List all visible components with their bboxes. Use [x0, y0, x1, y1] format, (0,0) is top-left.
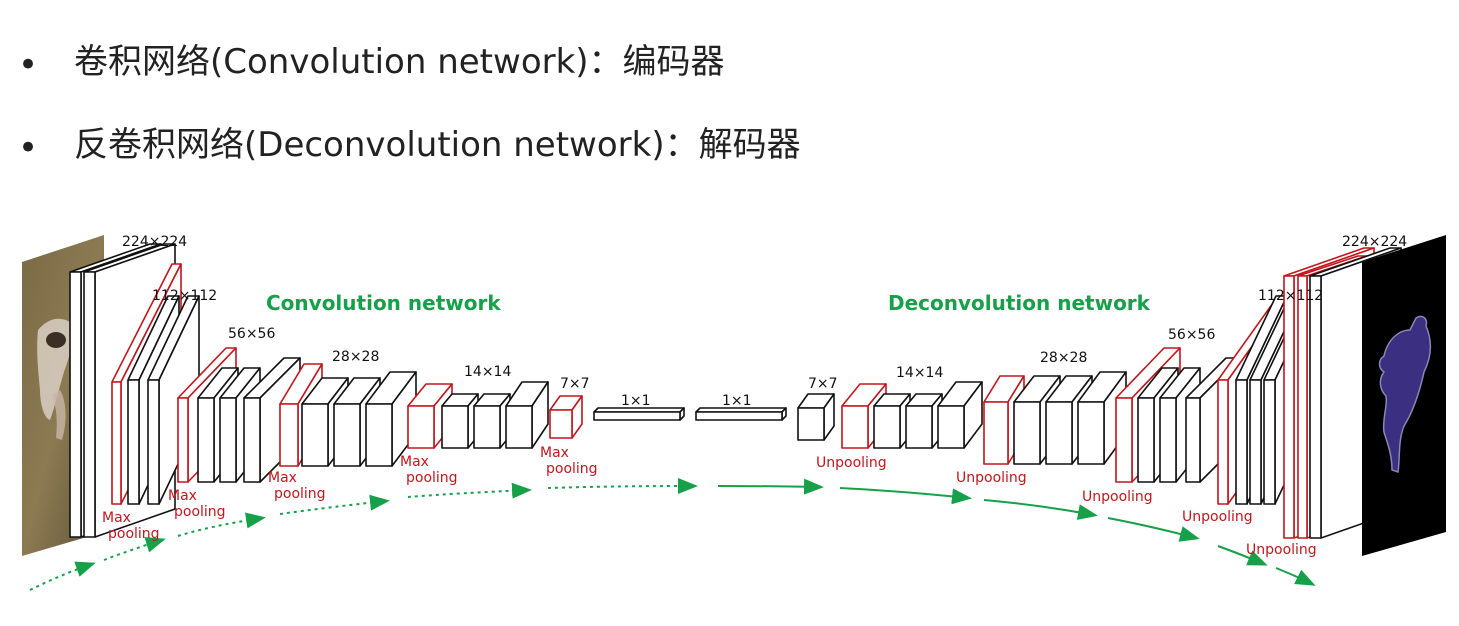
- decoder-layer-1-2: [905, 393, 943, 449]
- encoder-size-label-3: 28×28: [332, 349, 379, 365]
- max-pooling-label-4-line1: Max: [540, 445, 569, 461]
- max-pooling-label-3-line2: pooling: [406, 470, 458, 486]
- unpooling-label-3: Unpooling: [1182, 509, 1253, 525]
- decoder-layer-1-1: [873, 393, 911, 449]
- unpooling-label-4: Unpooling: [1246, 542, 1317, 558]
- fc-layer-1: [593, 407, 685, 421]
- encoder-size-label-2: 56×56: [228, 326, 275, 342]
- fc-layer-2: [695, 407, 787, 421]
- encoder-layer-3-3: [365, 371, 417, 467]
- encoder-flow-arrow-3: [279, 494, 390, 515]
- encoder-size-label-0: 224×224: [122, 234, 187, 250]
- layer-stack: [69, 243, 1402, 539]
- encoder-size-label-1: 112×112: [152, 288, 217, 304]
- bullet-text-decoder: 反卷积网络(Deconvolution network)：解码器: [74, 125, 801, 165]
- bullet-marker-1: •: [18, 45, 39, 85]
- max-pooling-label-2-line1: Max: [268, 470, 297, 486]
- max-pooling-label-2-line2: pooling: [274, 486, 326, 502]
- fc-size-label-1: 1×1: [722, 393, 752, 409]
- encoder-layer-4-3: [505, 381, 549, 449]
- encoder-layer-4-1: [441, 393, 479, 449]
- decoder-flow-arrow-3: [1107, 517, 1200, 542]
- decoder-flow-arrow-1: [839, 487, 972, 505]
- max-pooling-label-3-line1: Max: [400, 454, 429, 470]
- decoder-flow-arrow-5: [1275, 567, 1316, 586]
- fc-size-label-0: 1×1: [621, 393, 651, 409]
- decoder-size-label-5: 224×224: [1342, 234, 1407, 250]
- encoder-layer-1-2: [147, 295, 200, 505]
- encoder-flow-arrow-5: [547, 478, 698, 495]
- bullet-text-encoder: 卷积网络(Convolution network)：编码器: [74, 42, 725, 82]
- decoder-flow-arrow-0: [717, 478, 824, 495]
- encoder-size-label-4: 14×14: [464, 364, 511, 380]
- max-pooling-label-0-line1: Max: [102, 510, 131, 526]
- encoder-flow-arrow-1: [103, 537, 166, 561]
- decoder-size-label-0: 7×7: [808, 376, 838, 392]
- layer-labels: 224×224 112×112 56×56 28×28 14×14 7×7 1×1 1×1 7×…: [102, 234, 1407, 558]
- max-pooling-label-0-line2: pooling: [108, 526, 160, 542]
- decoder-flow-arrow-2: [983, 499, 1098, 520]
- encoder-title: Convolution network: [266, 291, 501, 315]
- decoder-flow-arrow-4: [1217, 545, 1268, 566]
- encoder-layer-4-2: [473, 393, 511, 449]
- flow-arrows: [29, 478, 1316, 591]
- encoder-flow-arrow-4: [407, 482, 532, 499]
- max-pooling-label-1-line1: Max: [168, 488, 197, 504]
- max-pooling-label-1-line2: pooling: [174, 504, 226, 520]
- decoder-title: Deconvolution network: [888, 291, 1151, 315]
- max-pooling-label-4-line2: pooling: [546, 461, 598, 477]
- decoder-layer-0-0: [797, 393, 835, 441]
- decoder-size-label-3: 56×56: [1168, 327, 1215, 343]
- encoder-layer-5-0: [549, 395, 583, 439]
- decoder-layer-1-3: [937, 381, 983, 449]
- encoder-flow-arrow-2: [177, 512, 266, 537]
- unpooling-label-1: Unpooling: [956, 470, 1027, 486]
- decoder-size-label-2: 28×28: [1040, 350, 1087, 366]
- decoder-size-label-4: 112×112: [1258, 288, 1323, 304]
- output-mask-image: [1362, 235, 1446, 556]
- unpooling-label-2: Unpooling: [1082, 489, 1153, 505]
- unpooling-label-0: Unpooling: [816, 455, 887, 471]
- bullet-marker-2: •: [18, 128, 39, 168]
- decoder-size-label-1: 14×14: [896, 365, 943, 381]
- encoder-size-label-5: 7×7: [560, 376, 590, 392]
- encoder-flow-arrow-0: [29, 561, 96, 591]
